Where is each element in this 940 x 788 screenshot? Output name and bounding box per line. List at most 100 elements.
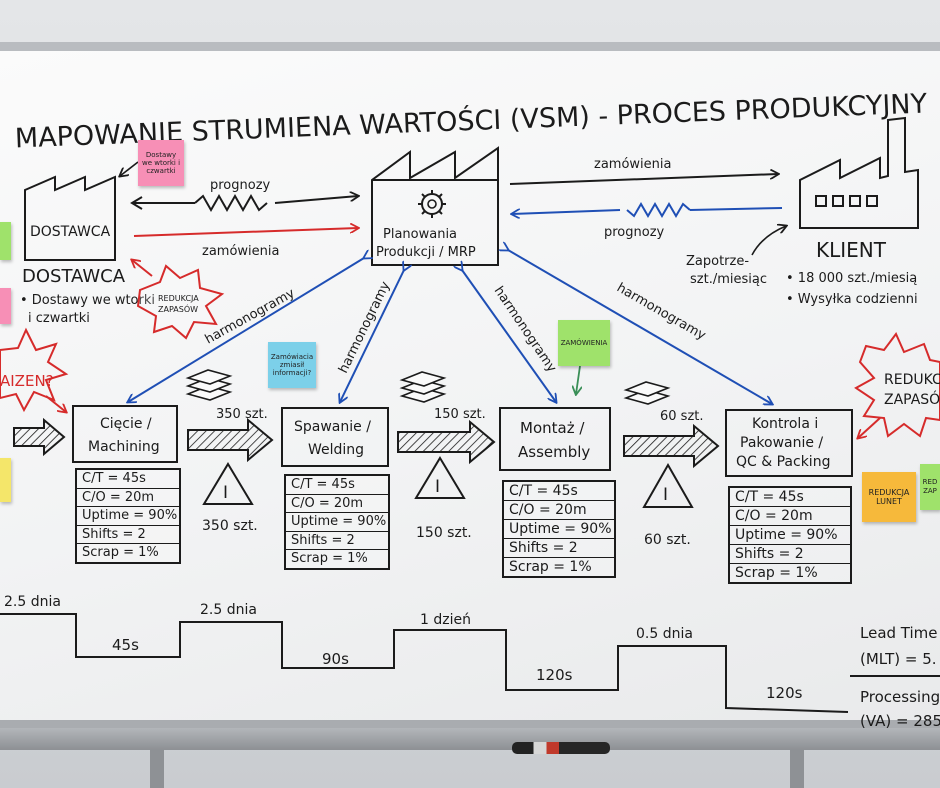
process-box-welding bbox=[281, 407, 389, 467]
inventory-symbol-1: I bbox=[223, 483, 228, 503]
data-uptime: Uptime = 90% bbox=[730, 526, 850, 545]
customer-forecast-label: prognozy bbox=[604, 225, 665, 240]
customer-demand-label-2: szt./miesiąc bbox=[690, 272, 767, 287]
inventory-triangle-label-3: 60 szt. bbox=[644, 532, 691, 548]
schedule-arrow-2 bbox=[340, 270, 404, 402]
marker-tray bbox=[0, 728, 940, 750]
data-cycle-time: C/T = 45s bbox=[77, 470, 179, 489]
schedule-label-3: harmonogramy bbox=[491, 284, 560, 376]
process-name-4a: Kontrola i bbox=[752, 416, 818, 432]
supplier-forecast-flow bbox=[130, 196, 358, 213]
push-arrow-1 bbox=[187, 417, 274, 463]
data-scrap: Scrap = 1% bbox=[735, 565, 818, 581]
data-shifts: Shifts = 2 bbox=[77, 526, 179, 544]
supplier-orders-flow bbox=[133, 228, 358, 237]
data-box-assembly: C/T = 45s C/O = 20m Uptime = 90% Shifts … bbox=[502, 480, 616, 578]
sticky-note-left-pink bbox=[0, 288, 11, 324]
supplier-detail-1: • Dostawy we wtorki bbox=[20, 293, 155, 308]
note-pointer-arrow bbox=[120, 161, 139, 176]
data-uptime: Uptime = 90% bbox=[77, 507, 179, 526]
data-cycle-time: C/T = 45s bbox=[730, 488, 850, 507]
sticky-note-text: Zamówiacia zmiasił informacji? bbox=[270, 353, 314, 377]
sticky-note-zamowienia: ZAMÓWIENIA bbox=[558, 320, 610, 366]
planning-label-2: Produkcji / MRP bbox=[376, 245, 476, 260]
inventory-reduction-burst-icon bbox=[854, 332, 940, 438]
burst-label-left-2: ZAPASÓW bbox=[158, 303, 198, 314]
planning-label-1: Planowania bbox=[383, 227, 457, 242]
data-uptime: Uptime = 90% bbox=[286, 513, 388, 532]
inventory-stack-label-1: 350 szt. bbox=[216, 407, 268, 422]
data-scrap: Scrap = 1% bbox=[291, 551, 368, 566]
process-name-4b: Pakowanie / bbox=[740, 435, 823, 451]
process-name-1a: Cięcie / bbox=[100, 416, 152, 432]
supplier-name: DOSTAWCA bbox=[22, 266, 126, 287]
inventory-stack-label-3: 60 szt. bbox=[660, 409, 704, 424]
demand-pointer-arrow bbox=[751, 226, 786, 256]
inventory-triangle-icon bbox=[642, 462, 694, 508]
timeline-process-1: 45s bbox=[112, 636, 139, 654]
data-scrap: Scrap = 1% bbox=[509, 559, 592, 575]
sticky-note-zamowienia-info: Zamówiacia zmiasił informacji? bbox=[268, 342, 316, 388]
schedule-arrow-3 bbox=[462, 270, 556, 402]
kaizen-burst-label: AIZEN? bbox=[0, 372, 54, 390]
supplier-forecast-label: prognozy bbox=[210, 178, 271, 193]
schedule-label-2: harmonogramy bbox=[336, 279, 393, 376]
timeline-ladder bbox=[0, 613, 849, 713]
process-box-assembly bbox=[499, 407, 611, 471]
supplier-detail-2: i czwartki bbox=[28, 311, 90, 326]
inventory-symbol-2: I bbox=[435, 477, 440, 497]
inventory-triangle-label-2: 150 szt. bbox=[416, 525, 472, 541]
inventory-triangle-label-1: 350 szt. bbox=[202, 518, 258, 534]
process-name-3a: Montaż / bbox=[520, 419, 585, 437]
processing-time-label-2: (VA) = 285 s bbox=[860, 712, 940, 730]
sticky-note-redukcja-lunet: REDUKCJA LUNET bbox=[862, 472, 916, 522]
data-changeover: C/O = 20m bbox=[77, 489, 179, 507]
data-shifts: Shifts = 2 bbox=[730, 545, 850, 564]
customer-name: KLIENT bbox=[816, 238, 887, 262]
customer-forecast-flow bbox=[512, 202, 783, 216]
board-leg bbox=[790, 750, 804, 788]
supplier-box-label: DOSTAWCA bbox=[30, 224, 111, 240]
burst-label-left-1: REDUKCJA bbox=[158, 294, 199, 303]
customer-detail-2: • Wysyłka codzienni bbox=[786, 292, 918, 307]
process-box-packing bbox=[725, 409, 853, 477]
burst-pointer-arrow bbox=[132, 260, 153, 277]
process-name-3b: Assembly bbox=[518, 443, 590, 461]
data-changeover: C/O = 20m bbox=[504, 501, 614, 520]
customer-detail-1: • 18 000 szt./miesią bbox=[786, 271, 917, 286]
timeline-wait-1: 2.5 dnia bbox=[4, 594, 61, 610]
data-cycle-time: C/T = 45s bbox=[504, 482, 614, 501]
inventory-triangle-icon bbox=[202, 462, 254, 505]
data-changeover: C/O = 20m bbox=[730, 507, 850, 526]
inventory-triangle-icon bbox=[414, 456, 466, 499]
push-arrow-0 bbox=[13, 417, 66, 457]
sticky-note-text: RED ZAP bbox=[922, 478, 938, 495]
customer-orders-label: zamówienia bbox=[594, 157, 671, 172]
timeline-process-3: 120s bbox=[536, 666, 573, 684]
supplier-orders-label: zamówienia bbox=[202, 244, 279, 259]
data-changeover: C/O = 20m bbox=[286, 495, 388, 513]
supplier-factory-icon bbox=[24, 175, 116, 261]
kaizen-pointer-arrow bbox=[45, 395, 66, 412]
inventory-symbol-3: I bbox=[663, 485, 668, 505]
marker-icon bbox=[512, 742, 610, 754]
burst-right-pointer-arrow bbox=[858, 417, 881, 438]
planning-factory-icon bbox=[371, 146, 499, 266]
data-box-welding: C/T = 45s C/O = 20m Uptime = 90% Shifts … bbox=[284, 474, 390, 570]
process-name-2a: Spawanie / bbox=[294, 419, 371, 435]
lead-time-label-2: (MLT) = 5. bbox=[860, 650, 937, 668]
inventory-stack-icon bbox=[185, 369, 233, 401]
timeline-wait-2: 2.5 dnia bbox=[200, 602, 257, 618]
burst-label-right-2: ZAPASÓ bbox=[884, 390, 940, 408]
kaizen-burst-icon bbox=[0, 327, 69, 413]
note-green-pointer-arrow bbox=[576, 365, 580, 394]
data-box-machining: C/T = 45s C/O = 20m Uptime = 90% Shifts … bbox=[75, 468, 181, 564]
sticky-note-left-green bbox=[0, 222, 11, 260]
sticky-note-left-yellow bbox=[0, 458, 11, 502]
timeline-process-2: 90s bbox=[322, 650, 349, 668]
process-name-2b: Welding bbox=[308, 442, 364, 458]
sticky-note-dostawy: Dostawy we wtorki i czwartki bbox=[138, 140, 184, 186]
sticky-note-right-edge: RED ZAP bbox=[920, 464, 940, 510]
data-cycle-time: C/T = 45s bbox=[286, 476, 388, 495]
